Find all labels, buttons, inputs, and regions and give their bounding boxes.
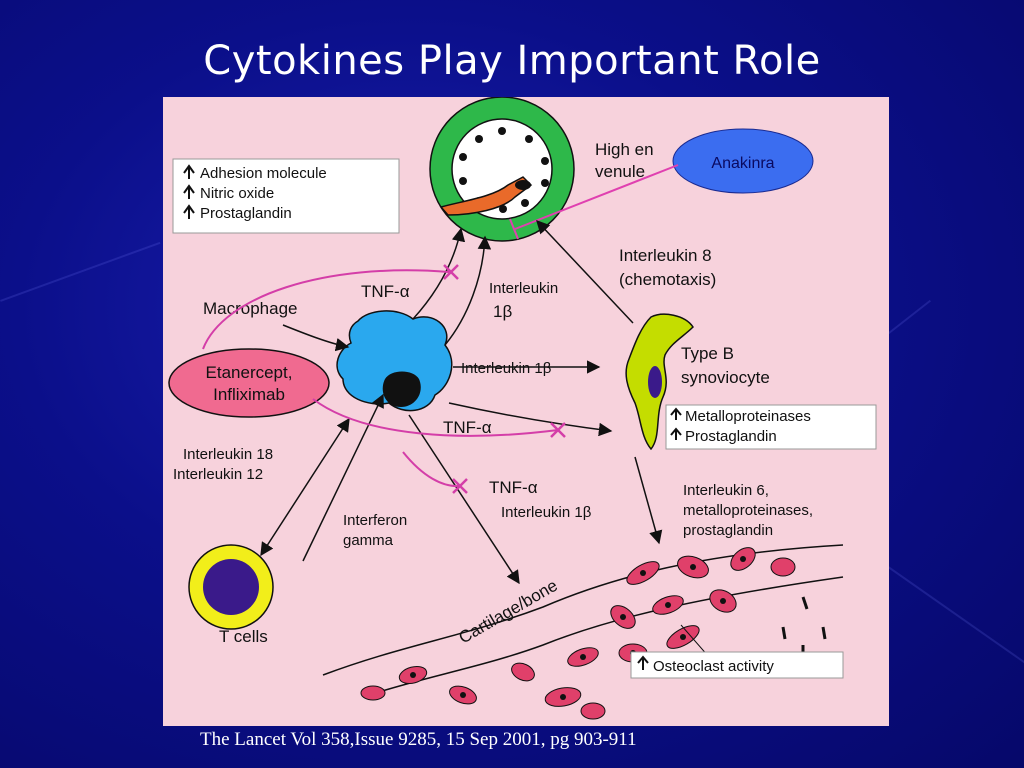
arrow-to-cartilage: [408, 414, 520, 585]
synoviocyte-effect-item: Prostaglandin: [685, 428, 777, 445]
slide-title: Cytokines Play Important Role: [203, 38, 821, 84]
tnf-alpha-label: TNF-α: [489, 478, 538, 497]
interferon-label-line1: Interferon: [343, 512, 407, 529]
synoviocyte-nucleus: [648, 366, 662, 398]
cytokine-diagram: High en venule Anakinra Adhesion molecul…: [163, 97, 889, 726]
up-arrow-icon: [670, 427, 682, 440]
etanercept-label-line1: Etanercept,: [206, 363, 293, 382]
anakinra-label: Anakinra: [711, 155, 774, 172]
citation: The Lancet Vol 358,Issue 9285, 15 Sep 20…: [200, 729, 637, 750]
venule-effect-item: Adhesion molecule: [200, 165, 327, 182]
etanercept-ellipse: [168, 348, 330, 418]
interferon-label-line2: gamma: [343, 532, 394, 549]
il1b-mid-label: Interleukin 1β: [461, 360, 552, 377]
anakinra-inhibit-line: [514, 164, 679, 230]
block-x-icon: [550, 422, 566, 438]
synoviocyte-label-line2: synoviocyte: [681, 368, 770, 387]
il8-label-line2: (chemotaxis): [619, 270, 716, 289]
il1b-up-label-line2: 1β: [493, 302, 512, 321]
il12-label: Interleukin 12: [173, 466, 263, 483]
venule-effect-item: Prostaglandin: [200, 205, 292, 222]
arrow-tnf-to-venule: [412, 227, 466, 320]
bone-cells: [360, 547, 796, 720]
synoviocyte-effects-box: [665, 404, 877, 450]
synoviocyte-label-line1: Type B: [681, 344, 734, 363]
block-x-icon: [452, 478, 468, 494]
venule-label-line1: High en: [595, 140, 654, 159]
up-arrow-icon: [183, 164, 195, 179]
inhibit-curve-top: [202, 269, 450, 350]
venule-effect-item: Nitric oxide: [200, 185, 274, 202]
il18-label: Interleukin 18: [183, 446, 273, 463]
arrow-il8-to-venule: [536, 220, 634, 324]
bone-cell-nuclei: [410, 556, 746, 700]
etanercept-label-line2: Infliximab: [213, 385, 285, 404]
arrow-tnf-to-synoviocyte: [448, 402, 613, 437]
macrophage-nucleus: [382, 371, 421, 407]
cartilage-line-lower: [362, 576, 844, 698]
venule-label-line2: venule: [595, 162, 645, 181]
tnf-alpha-label: TNF-α: [361, 282, 410, 301]
diagram-svg: High en venule Anakinra Adhesion molecul…: [168, 97, 877, 720]
anakinra-ellipse: [672, 128, 814, 194]
block-x-icon: [443, 264, 459, 280]
up-arrow-icon: [183, 204, 195, 219]
up-arrow-icon: [670, 407, 682, 420]
macrophage-pointer: [282, 324, 350, 352]
il1b-low-label: Interleukin 1β: [501, 504, 592, 521]
synoviocyte-effect-item: Metalloproteinases: [685, 408, 811, 425]
cartilage-label: Cartilage/bone: [456, 576, 561, 648]
il6-label-line3: prostaglandin: [683, 522, 773, 539]
inhibit-curve-low: [402, 451, 460, 488]
cartilage-line-upper: [322, 544, 844, 676]
arrow-interferon-gamma: [302, 393, 384, 562]
anakinra-inhibit-bar: [509, 218, 519, 240]
macrophage-label: Macrophage: [203, 299, 298, 318]
il6-label-line2: metalloproteinases,: [683, 502, 813, 519]
il1b-up-label-line1: Interleukin: [489, 280, 558, 297]
decorative-streak: [878, 560, 1024, 677]
arrow-il1b-to-venule: [444, 235, 492, 346]
up-arrow-icon: [183, 184, 195, 199]
venule: [429, 97, 575, 242]
arrow-il18-il12: [260, 417, 350, 557]
osteoclast-box: [630, 651, 844, 679]
il8-label-line1: Interleukin 8: [619, 246, 712, 265]
tnf-alpha-label: TNF-α: [443, 418, 492, 437]
inhibit-curve-mid: [312, 398, 559, 437]
up-arrow-icon: [637, 655, 649, 670]
bone-marks: [781, 596, 827, 657]
t-cell-nucleus: [203, 559, 259, 615]
venule-effects-box: [172, 158, 400, 234]
il6-label-line1: Interleukin 6,: [683, 482, 769, 499]
t-cells-label: T cells: [219, 627, 268, 646]
osteoclast-label: Osteoclast activity: [653, 658, 774, 675]
decorative-streak: [0, 241, 161, 302]
arrow-il6-to-bone: [634, 456, 663, 545]
